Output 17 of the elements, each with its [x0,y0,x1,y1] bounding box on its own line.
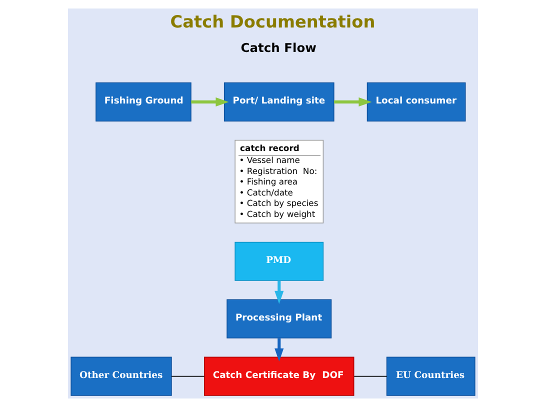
node-box: Catch Certificate By DOF [204,356,354,396]
node-box: Local consumer [366,82,466,122]
connector [170,376,204,377]
arrow [190,97,228,107]
node-box: PMD [234,242,324,281]
arrow [334,97,372,107]
arrow [274,280,284,304]
label: Catch Flow [240,40,316,55]
node-box: Other Countries [70,356,172,396]
node-box: catch record • Vessel name • Registration No: • Fishing area • Catch/date • Catch by species • Catch by weight [234,140,324,224]
connector [353,376,387,377]
arrow [274,338,284,362]
node-box: EU Countries [386,356,475,396]
diagram-title: Catch Documentation [170,11,375,32]
node-box: Fishing Ground [95,82,191,122]
node-box: Processing Plant [226,299,332,338]
node-box: Port/ Landing site [223,82,334,122]
